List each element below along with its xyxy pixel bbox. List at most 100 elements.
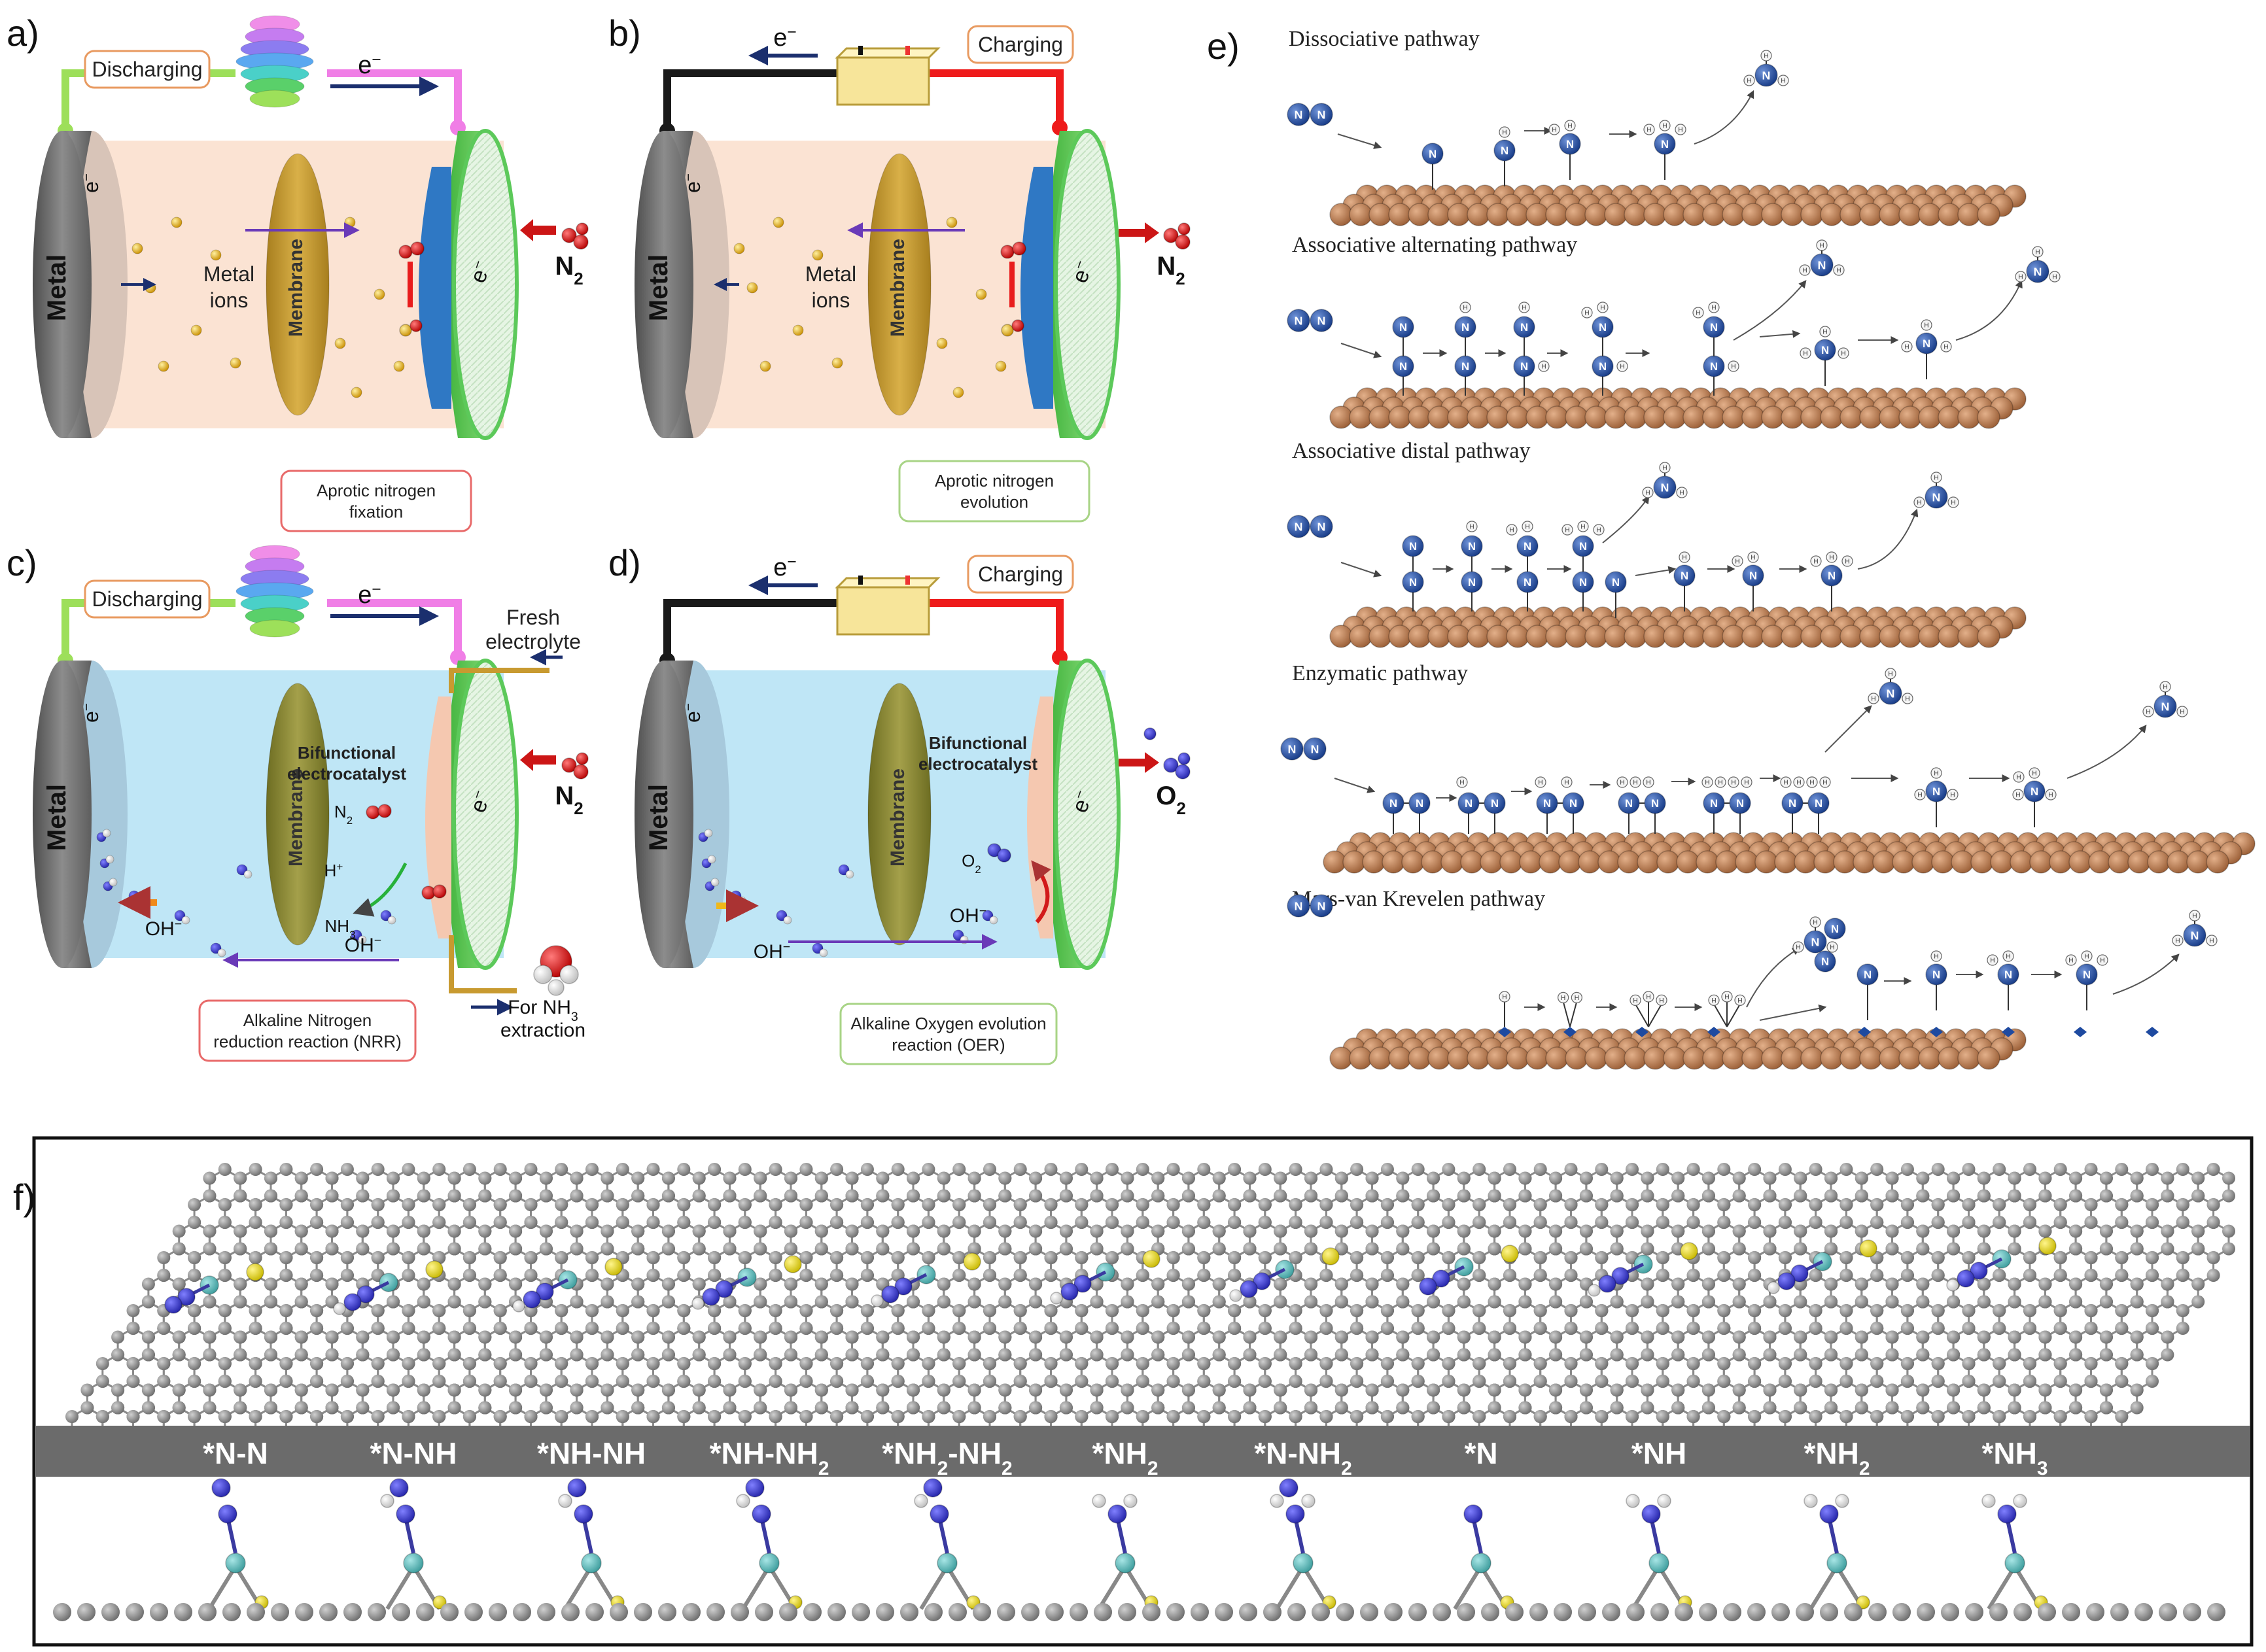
surface-atom — [2108, 850, 2131, 874]
carbon-atom — [1595, 1322, 1609, 1335]
surface-atom — [1977, 625, 2000, 648]
carbon-atom — [1564, 1304, 1578, 1317]
carbon-atom — [661, 1189, 675, 1203]
nitrogen-symbol: N — [1311, 742, 1319, 755]
carbon-atom — [1748, 1322, 1762, 1335]
carbon-atom — [1855, 1224, 1868, 1238]
carbon-atom — [1626, 1304, 1639, 1317]
carbon-atom — [1839, 1163, 1853, 1176]
h-atom: H — [1561, 776, 1573, 788]
n-atom: N — [1484, 792, 1506, 814]
carbon-atom — [1075, 1251, 1089, 1264]
carbon-atom — [310, 1357, 324, 1370]
h-atom: H — [1810, 555, 1822, 567]
carbon-atom — [1304, 1189, 1317, 1203]
carbon-atom — [585, 1304, 599, 1317]
hydrogen-symbol: H — [1580, 524, 1585, 531]
carbon-atom — [294, 1330, 308, 1344]
carbon-atom — [1427, 1242, 1440, 1256]
carbon-atom — [325, 1171, 339, 1185]
surface-atom — [1427, 625, 1451, 648]
hydrogen-symbol: H — [2048, 792, 2053, 799]
carbon-atom — [462, 1322, 476, 1335]
surface-atom — [1519, 850, 1543, 874]
carbon-atom — [2176, 1198, 2189, 1211]
carbon-atom — [249, 1357, 262, 1370]
carbon-atom — [1916, 1277, 1930, 1291]
carbon-atom — [493, 1251, 507, 1264]
surface-atom — [1427, 203, 1451, 226]
carbon-atom — [784, 1295, 797, 1309]
carbon-atom — [2161, 1171, 2174, 1185]
stack-disc — [249, 90, 300, 108]
carbon-atom — [264, 1242, 277, 1256]
carbon-atom — [738, 1163, 752, 1176]
metal-label: Metal — [43, 784, 71, 851]
surface-atom — [1604, 203, 1628, 226]
carbon-atom — [1778, 1251, 1792, 1264]
hydrogen-symbol: H — [2006, 954, 2010, 961]
nitrogen-symbol: N — [1749, 570, 1757, 582]
carbon-atom — [1411, 1304, 1425, 1317]
hydrogen-symbol: H — [1905, 696, 1909, 703]
n-atom: N — [1618, 792, 1640, 814]
surface-atom — [1604, 405, 1628, 429]
hydrogen-symbol: H — [1633, 997, 1637, 1005]
carbon-atom — [2191, 1295, 2205, 1309]
carbon-atom — [1258, 1322, 1272, 1335]
stack-disc — [249, 619, 300, 638]
metal-rim — [33, 661, 92, 968]
carbon-atom — [1442, 1198, 1455, 1211]
carbon-atom — [830, 1357, 844, 1370]
carbon-atom — [2176, 1269, 2189, 1282]
surface-species-h — [105, 855, 114, 864]
hydrogen-symbol: H — [1645, 490, 1650, 497]
carbon-atom — [417, 1189, 430, 1203]
surface-atom — [1584, 405, 1608, 429]
carbon-atom — [2053, 1304, 2067, 1317]
hydrogen-sphere — [1800, 347, 1811, 359]
carbon-atom — [1473, 1304, 1486, 1317]
gas-arrow — [1119, 222, 1159, 243]
nitrogen-sphere — [1559, 133, 1581, 155]
label-part: 2 — [975, 863, 981, 876]
carbon-atom — [1794, 1295, 1807, 1309]
carbon-atom — [1136, 1322, 1149, 1335]
h-atom: H — [1902, 693, 1913, 704]
carbon-atom — [708, 1251, 722, 1264]
release-arrow — [1824, 705, 1872, 753]
carbon-atom — [539, 1224, 553, 1238]
carbon-atom — [1900, 1269, 1914, 1282]
surface-atom — [1408, 203, 1431, 226]
surface-atom — [1781, 1046, 1804, 1070]
carbon-atom — [340, 1357, 354, 1370]
carbon-atom — [1228, 1216, 1242, 1229]
label-part: − — [787, 24, 796, 41]
surface-atom — [1565, 625, 1588, 648]
surface-atom — [1506, 625, 1529, 648]
carbon-atom — [1044, 1216, 1058, 1229]
carbon-atom — [845, 1224, 859, 1238]
carbon-atom — [325, 1348, 339, 1362]
carbon-atom — [646, 1251, 660, 1264]
surface-atom — [1702, 203, 1726, 226]
carbon-atom — [2206, 1269, 2220, 1282]
h-atom: H — [1987, 954, 1998, 966]
carbon-atom — [249, 1251, 262, 1264]
surface-atom — [1820, 405, 1843, 429]
surface-atom — [1761, 1046, 1785, 1070]
hydroxide-label: OH− — [345, 933, 381, 956]
carbon-atom — [1106, 1357, 1119, 1370]
carbon-atom — [203, 1330, 217, 1344]
carbon-atom — [157, 1357, 171, 1370]
carbon-atom — [462, 1269, 476, 1282]
carbon-atom — [1289, 1322, 1302, 1335]
carbon-atom — [1075, 1198, 1089, 1211]
carbon-atom — [1595, 1304, 1609, 1317]
label-part: 2 — [574, 269, 583, 288]
surface-atom — [1486, 203, 1510, 226]
surface-atom — [1682, 1046, 1706, 1070]
hydrogen-symbol: H — [1751, 555, 1755, 562]
intermediates-panel: f)*N-N*N-NH*NH-NH*NH-NH2*NH2-NH2*NH2*N-N… — [13, 1136, 2254, 1647]
